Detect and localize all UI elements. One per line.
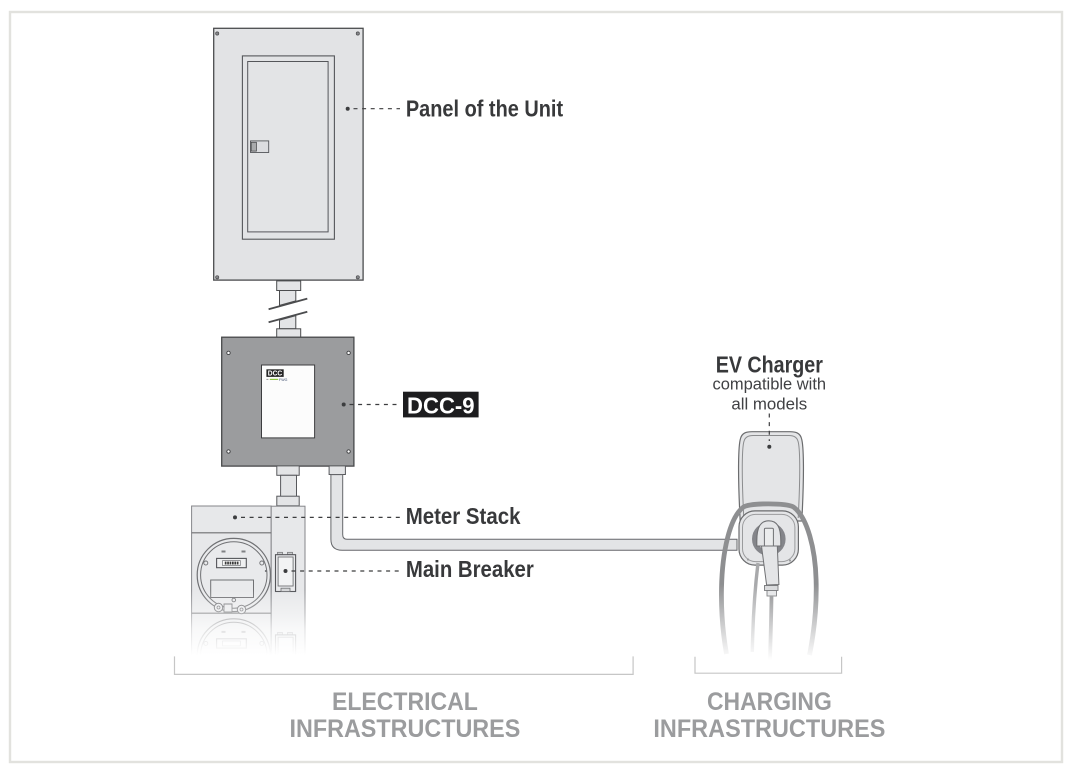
svg-text:compatible with: compatible with: [713, 374, 827, 393]
svg-text:EV Charger: EV Charger: [716, 352, 823, 378]
svg-text:Meter Stack: Meter Stack: [406, 503, 521, 529]
svg-text:Panel of the Unit: Panel of the Unit: [406, 96, 563, 122]
svg-text:CHARGING: CHARGING: [707, 688, 832, 716]
svg-text:all models: all models: [731, 395, 807, 414]
svg-text:ELECTRICAL: ELECTRICAL: [332, 688, 478, 716]
svg-text:Main Breaker: Main Breaker: [406, 556, 534, 582]
svg-text:INFRASTRUCTURES: INFRASTRUCTURES: [653, 715, 885, 743]
svg-text:FWG: FWG: [279, 378, 288, 382]
svg-text:DCC-9: DCC-9: [407, 392, 475, 418]
svg-text:INFRASTRUCTURES: INFRASTRUCTURES: [290, 715, 521, 743]
svg-text:DCC: DCC: [268, 369, 283, 378]
